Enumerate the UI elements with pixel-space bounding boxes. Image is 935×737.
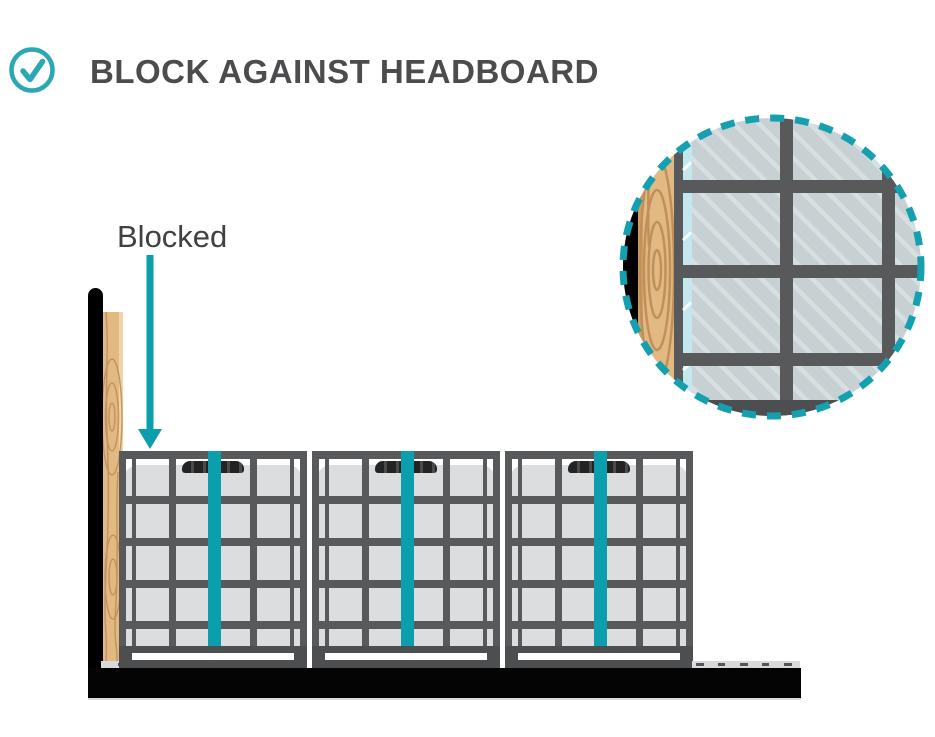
cage-bar	[676, 451, 680, 646]
check-circle-icon	[9, 47, 55, 93]
page-title: BLOCK AGAINST HEADBOARD	[90, 53, 599, 90]
cage-bar	[443, 451, 450, 646]
cage-bar	[169, 451, 176, 646]
cage-bar	[312, 451, 319, 646]
ibc-tote	[312, 451, 500, 669]
floor-baseline	[88, 698, 801, 700]
tote-strap	[401, 451, 414, 669]
down-arrow-icon	[138, 255, 162, 449]
wood-grain	[103, 312, 123, 662]
deck-fitting	[740, 663, 748, 666]
cage-bar	[300, 451, 307, 646]
deck-fitting	[696, 663, 704, 666]
trailer-deck-strip	[692, 661, 800, 668]
cage-bar	[483, 451, 487, 646]
cage-bar	[290, 451, 294, 646]
trailer-floor	[88, 668, 801, 698]
blocked-label: Blocked	[117, 219, 228, 254]
cage-bar	[132, 451, 136, 646]
cage-bar	[555, 451, 562, 646]
pallet-slot	[132, 653, 294, 660]
zoom-detail-circle	[619, 114, 925, 420]
deck-fitting	[718, 663, 725, 666]
deck-fitting	[762, 663, 769, 666]
cage-bar	[119, 451, 126, 646]
zoom-circle-border	[619, 114, 925, 420]
tote-pallet	[505, 646, 693, 668]
tote-strap	[208, 451, 221, 669]
pallet-slot	[325, 653, 487, 660]
cage-bar	[636, 451, 643, 646]
inset-headboard	[623, 118, 641, 416]
ibc-tote	[505, 451, 693, 669]
tote-pallet	[312, 646, 500, 668]
ibc-tote	[119, 451, 307, 669]
inset-cage-bars	[674, 118, 921, 416]
cage-bar	[362, 451, 369, 646]
cage-bar	[250, 451, 257, 646]
pallet-slot	[518, 653, 680, 660]
trailer-headboard	[88, 288, 103, 668]
cage-bar	[493, 451, 500, 646]
cage-bar	[686, 451, 693, 646]
cage-bar	[505, 451, 512, 646]
cage-bar	[325, 451, 329, 646]
tote-pallet	[119, 646, 307, 668]
inset-wood	[638, 118, 676, 416]
deck-fitting	[784, 663, 792, 666]
tote-strap	[594, 451, 607, 669]
cage-bar	[518, 451, 522, 646]
